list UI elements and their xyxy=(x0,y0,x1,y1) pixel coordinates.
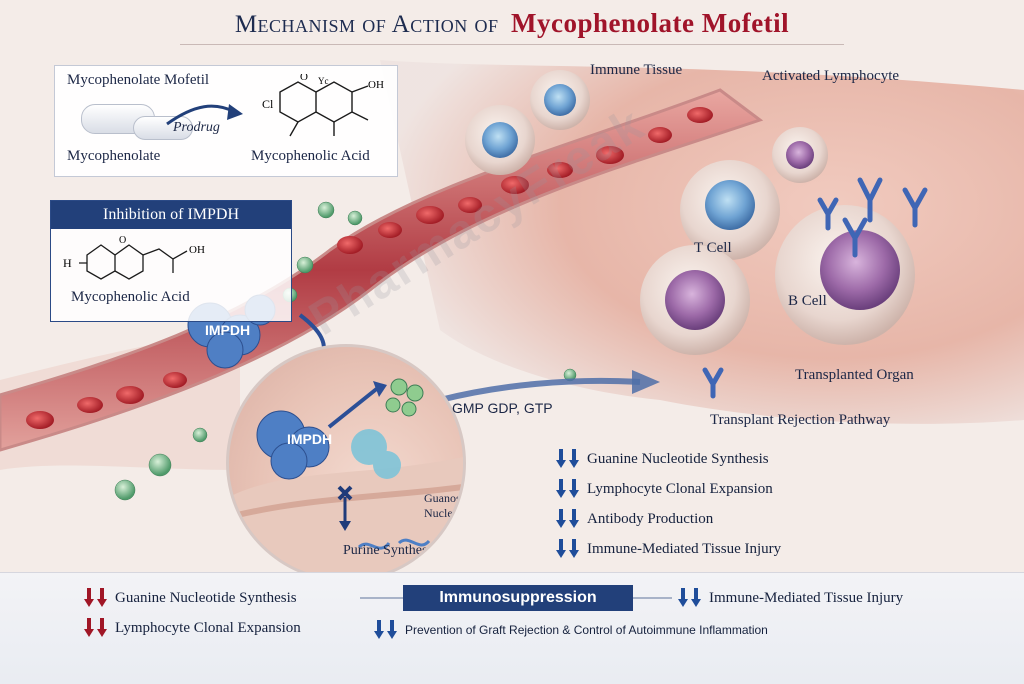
effect-text: Immune-Mediated Tissue Injury xyxy=(587,540,782,557)
prodrug-panel: Mycophenolate Mofetil Prodrug Mycophenol… xyxy=(54,65,398,177)
decrease-arrows-icon xyxy=(556,509,579,529)
purine-synthesis-label: Purine Synthesis xyxy=(343,543,437,558)
summary-left-text: Guanine Nucleotide Synthesis xyxy=(115,589,297,606)
decrease-arrows-icon xyxy=(556,449,579,469)
decrease-arrows-icon xyxy=(556,479,579,499)
mycophenolate-label: Mycophenolate xyxy=(67,148,161,164)
guanosine-label: Guanosine Nucleotides xyxy=(424,491,466,520)
effect-text: Lymphocyte Clonal Expansion xyxy=(587,480,773,497)
title-divider xyxy=(180,44,844,45)
zoom-cell-detail: IMPDH Guanosine Nucleotides Purine Synth… xyxy=(226,344,466,582)
summary-bottom-text: Prevention of Graft Rejection & Control … xyxy=(405,623,768,637)
summary-bottom-item: Prevention of Graft Rejection & Control … xyxy=(374,620,768,640)
chem-yc-label: Yc xyxy=(318,76,329,86)
summary-right-text: Immune-Mediated Tissue Injury xyxy=(709,589,904,606)
chem-oh-label: OH xyxy=(368,79,384,91)
chem-oh2-label: OH xyxy=(189,244,205,256)
rejection-pathway-label: Transplant Rejection Pathway xyxy=(710,412,891,428)
chem-o-label: O xyxy=(300,74,308,83)
chem-o2-label: O xyxy=(119,235,126,246)
page-title: Mechanism of Action of Mycophenolate Mof… xyxy=(0,8,1024,39)
chem-h-label: H xyxy=(63,256,72,270)
summary-connector-right xyxy=(632,597,672,599)
effect-item: Lymphocyte Clonal Expansion xyxy=(556,476,773,502)
conversion-arrow-icon xyxy=(166,104,243,126)
immunosuppression-badge: Immunosuppression xyxy=(403,585,633,611)
decrease-arrows-icon xyxy=(84,588,107,608)
summary-band xyxy=(0,572,1024,684)
decrease-arrows-icon xyxy=(678,588,701,608)
illustration-scene xyxy=(0,60,1024,501)
zoom-illustration xyxy=(229,378,463,579)
title-drug-name: Mycophenolate Mofetil xyxy=(511,8,790,38)
decrease-arrows-icon xyxy=(556,539,579,559)
t-cell-label: T Cell xyxy=(694,240,732,256)
decrease-arrows-icon xyxy=(84,618,107,638)
effect-item: Guanine Nucleotide Synthesis xyxy=(556,446,769,472)
summary-left-item: Guanine Nucleotide Synthesis xyxy=(84,588,297,608)
inhibition-compound-label: Mycophenolic Acid xyxy=(71,289,190,305)
inhibition-panel: Inhibition of IMPDH H O OH Mycophenolic … xyxy=(50,200,292,322)
chem-cl-label: Cl xyxy=(262,97,274,111)
mycophenolic-acid-label: Mycophenolic Acid xyxy=(251,148,370,164)
prodrug-arrow-label: Prodrug xyxy=(173,120,220,135)
title-prefix: Mechanism of Action of xyxy=(234,11,499,38)
mpa-structure-icon: H O OH xyxy=(63,235,205,280)
summary-left-item: Lymphocyte Clonal Expansion xyxy=(84,618,301,638)
b-cell-label: B Cell xyxy=(788,293,827,309)
transplanted-organ-label: Transplanted Organ xyxy=(795,367,914,383)
prodrug-name: Mycophenolate Mofetil xyxy=(67,72,210,88)
inhibition-heading: Inhibition of IMPDH xyxy=(51,201,291,229)
activated-lymphocyte-label: Activated Lymphocyte xyxy=(762,68,900,84)
zoom-impdh-label: IMPDH xyxy=(287,431,333,447)
impdh-vessel-label: IMPDH xyxy=(205,322,251,338)
immune-tissue-label: Immune Tissue xyxy=(590,62,683,78)
nucleotide-products-label: GMP GDP, GTP xyxy=(452,400,553,416)
capsule-icon xyxy=(133,116,193,140)
effect-item: Antibody Production xyxy=(556,506,713,532)
effect-text: Guanine Nucleotide Synthesis xyxy=(587,450,769,467)
decrease-arrows-icon xyxy=(374,620,397,640)
summary-connector-left xyxy=(360,597,404,599)
effect-item: Immune-Mediated Tissue Injury xyxy=(556,536,781,562)
mycophenolic-acid-structure-icon: Cl O OH Yc xyxy=(262,74,384,137)
summary-left-text: Lymphocyte Clonal Expansion xyxy=(115,619,301,636)
summary-right-item: Immune-Mediated Tissue Injury xyxy=(678,588,903,608)
effect-text: Antibody Production xyxy=(587,510,714,527)
